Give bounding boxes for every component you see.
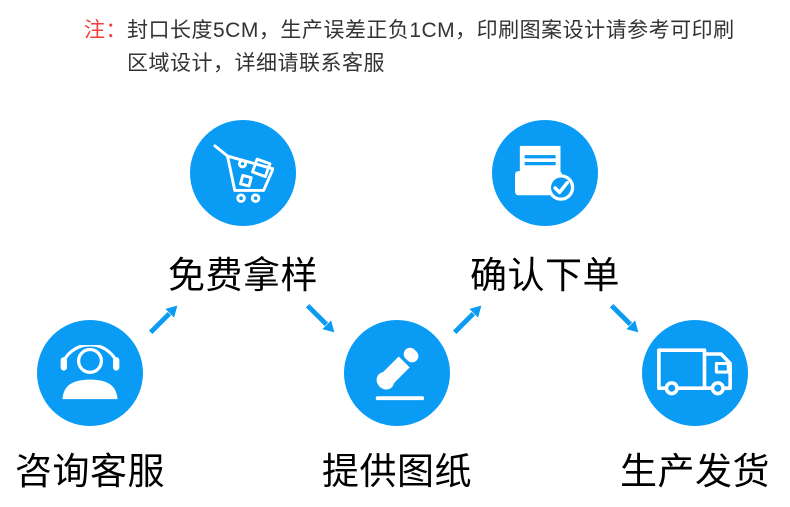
step-label-produce-ship: 生产发货	[620, 451, 770, 492]
step-label-free-sample: 免费拿样	[168, 255, 318, 296]
note: 注： 封口长度5CM，生产误差正负1CM，印刷图案设计请参考可印刷 区域设计，详…	[84, 14, 735, 80]
arrow-sample-to-drawing	[305, 303, 335, 333]
headset-icon	[60, 345, 120, 400]
step-consult-service: 咨询客服	[0, 320, 180, 495]
note-marker: 注：	[84, 19, 127, 42]
cart-icon	[213, 144, 274, 203]
step-provide-drawing: 提供图纸	[307, 320, 487, 495]
arrow-consult-to-sample	[148, 305, 178, 335]
step-produce-ship: 生产发货	[605, 320, 785, 495]
note-line-1: 封口长度5CM，生产误差正负1CM，印刷图案设计请参考可印刷	[127, 19, 735, 42]
note-line-2: 区域设计，详细请联系客服	[127, 52, 385, 75]
step-label-provide-drawing: 提供图纸	[322, 451, 472, 492]
step-circle-provide-drawing	[344, 320, 450, 426]
truck-icon	[657, 348, 732, 396]
step-circle-free-sample	[190, 120, 296, 226]
order-check-icon	[515, 145, 575, 201]
note-text: 封口长度5CM，生产误差正负1CM，印刷图案设计请参考可印刷 区域设计，详细请联…	[127, 14, 735, 80]
step-circle-confirm-order	[492, 120, 598, 226]
arrow-order-to-ship	[609, 303, 639, 333]
step-circle-consult-service	[37, 320, 143, 426]
pencil-icon	[375, 347, 425, 401]
step-circle-produce-ship	[642, 320, 748, 426]
step-free-sample: 免费拿样	[153, 120, 333, 299]
step-label-confirm-order: 确认下单	[470, 255, 620, 296]
step-label-consult-service: 咨询客服	[15, 451, 165, 492]
arrow-drawing-to-order	[452, 305, 482, 335]
step-confirm-order: 确认下单	[455, 120, 635, 299]
